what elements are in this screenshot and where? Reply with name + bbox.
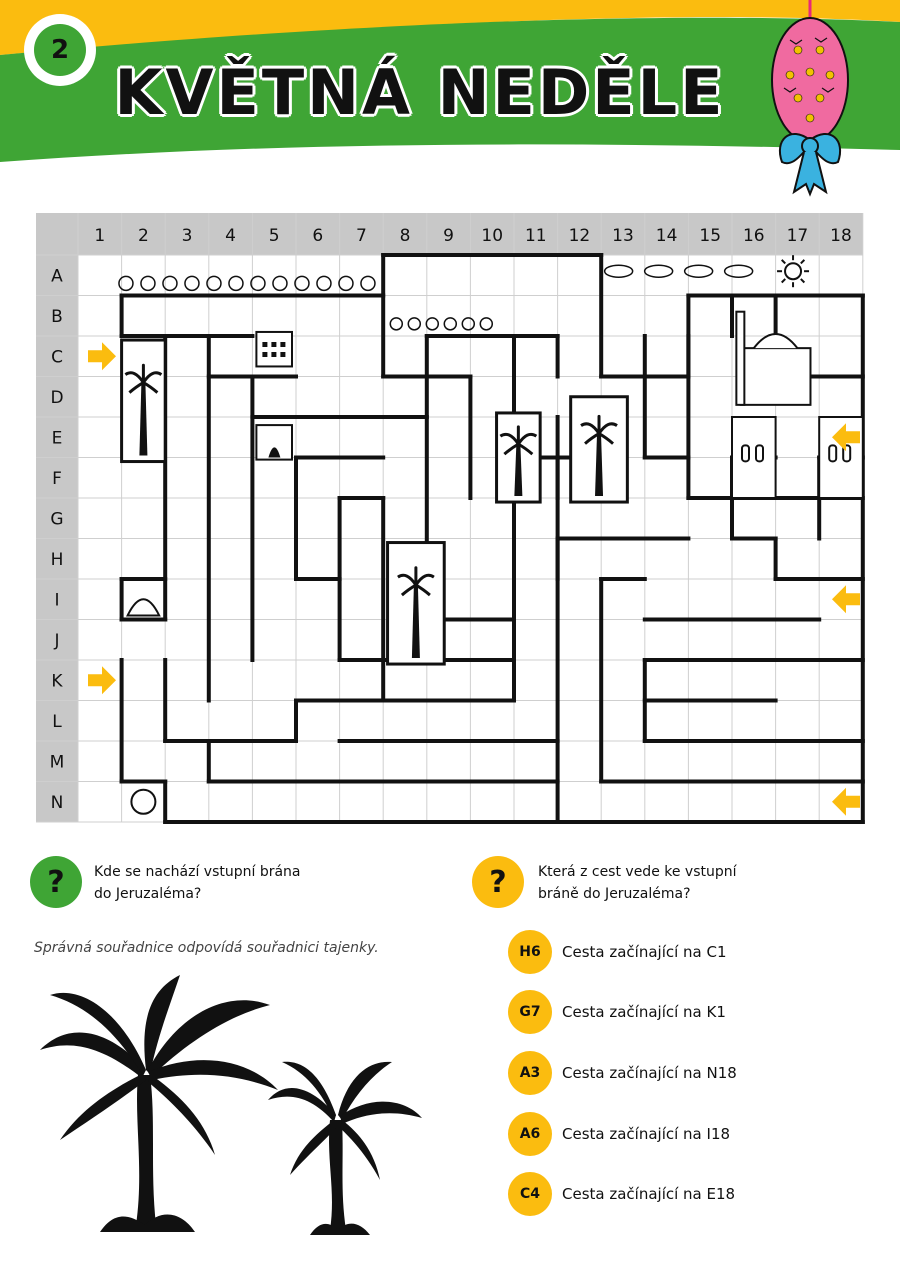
gate-icon xyxy=(255,424,293,461)
arrow-right-icon xyxy=(88,666,116,695)
question-one-badge: ? xyxy=(30,856,82,908)
row-label: J xyxy=(53,631,59,651)
option-label[interactable]: Cesta začínající na K1 xyxy=(562,1003,726,1021)
row-label: E xyxy=(52,428,63,448)
page-number: 2 xyxy=(34,24,86,76)
column-label: 9 xyxy=(443,226,454,246)
bush-icon xyxy=(130,788,157,815)
row-label: L xyxy=(52,712,62,732)
column-label: 3 xyxy=(182,226,193,246)
row-label: K xyxy=(51,671,63,691)
column-label: 14 xyxy=(656,226,678,246)
palm-box-icon xyxy=(495,411,542,504)
sun-icon xyxy=(777,255,810,288)
column-label: 16 xyxy=(743,226,765,246)
option-code-badge[interactable]: H6 xyxy=(508,930,552,974)
arrow-left-icon xyxy=(832,787,860,816)
bushes-row-icon xyxy=(118,275,376,292)
header-banner: 2 KVĚTNÁ NEDĚLE xyxy=(0,0,900,197)
column-label: 15 xyxy=(699,226,721,246)
easter-egg-icon xyxy=(771,0,849,197)
option-code-badge[interactable]: A3 xyxy=(508,1051,552,1095)
header-background xyxy=(0,0,900,162)
option-code-badge[interactable]: A6 xyxy=(508,1112,552,1156)
option-label[interactable]: Cesta začínající na I18 xyxy=(562,1125,731,1143)
row-label: D xyxy=(50,388,63,408)
question-two-badge: ? xyxy=(472,856,524,908)
column-label: 1 xyxy=(94,226,105,246)
column-header-band xyxy=(36,213,863,255)
option-code-badge[interactable]: G7 xyxy=(508,990,552,1034)
column-label: 12 xyxy=(569,226,591,246)
column-label: 13 xyxy=(612,226,634,246)
question-one-text: Kde se nachází vstupní brána do Jeruzalé… xyxy=(94,864,301,902)
palm-trees-illustration xyxy=(40,975,422,1235)
palm-tree-small-icon xyxy=(268,1061,422,1235)
column-label: 11 xyxy=(525,226,547,246)
column-label: 18 xyxy=(830,226,852,246)
column-label: 6 xyxy=(312,226,323,246)
row-label: I xyxy=(54,590,59,610)
column-label: 7 xyxy=(356,226,367,246)
temple-icon xyxy=(735,310,812,406)
column-label: 10 xyxy=(481,226,503,246)
row-header-band xyxy=(36,213,78,822)
palm-tree-large-icon xyxy=(40,975,278,1232)
row-label: B xyxy=(51,307,63,327)
palm-box-icon xyxy=(569,395,629,504)
option-label[interactable]: Cesta začínající na N18 xyxy=(562,1064,737,1082)
question-mark-icon: ? xyxy=(47,864,65,900)
arrow-right-icon xyxy=(88,342,116,371)
column-label: 4 xyxy=(225,226,236,246)
option-code-badge[interactable]: C4 xyxy=(508,1172,552,1216)
question-one-hint: Správná souřadnice odpovídá souřadnici t… xyxy=(34,940,379,956)
column-label: 17 xyxy=(787,226,809,246)
row-label: A xyxy=(51,266,63,286)
row-label: G xyxy=(50,509,63,529)
row-label: N xyxy=(51,793,64,813)
palm-box-icon xyxy=(386,541,446,666)
page-number-badge: 2 xyxy=(28,18,92,82)
row-label: M xyxy=(50,752,65,772)
row-label: C xyxy=(51,347,63,367)
arrow-left-icon xyxy=(832,423,860,452)
building-icon xyxy=(255,330,293,368)
question-mark-icon: ? xyxy=(489,864,507,900)
row-label: F xyxy=(52,469,62,489)
column-label: 8 xyxy=(400,226,411,246)
page-title: KVĚTNÁ NEDĚLE xyxy=(114,56,726,129)
question-two-text: Která z cest vede ke vstupní bráně do Je… xyxy=(538,864,737,902)
dome-icon xyxy=(126,598,161,617)
column-label: 5 xyxy=(269,226,280,246)
bushes-row-icon xyxy=(389,317,494,331)
option-label[interactable]: Cesta začínající na C1 xyxy=(562,943,727,961)
arrow-left-icon xyxy=(832,585,860,614)
column-label: 2 xyxy=(138,226,149,246)
palm-box-icon xyxy=(120,338,167,464)
row-label: H xyxy=(51,550,64,570)
clouds-icon xyxy=(603,264,754,278)
option-label[interactable]: Cesta začínající na E18 xyxy=(562,1185,736,1203)
